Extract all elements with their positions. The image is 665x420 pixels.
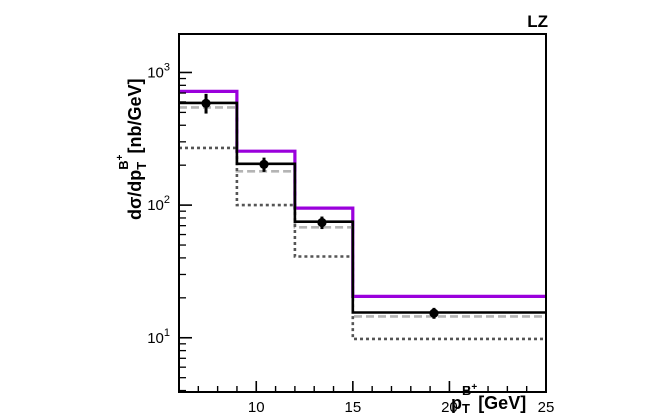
y-tick-label-3: 103 <box>147 61 170 81</box>
series-black-solid <box>179 101 546 314</box>
y-tick-base: 10 <box>147 330 164 347</box>
x-label-main: p <box>451 393 462 413</box>
chart-annotation: LZ <box>527 12 548 31</box>
data-point-2 <box>259 159 269 169</box>
series-violet-solid <box>179 89 546 298</box>
y-tick-label-2: 102 <box>147 194 170 214</box>
x-tick-label-15: 15 <box>344 399 361 416</box>
y-tick-base: 10 <box>147 197 164 214</box>
y-tick-exponent: 2 <box>164 194 170 206</box>
y-label-sup: B <box>116 160 131 169</box>
y-tick-base: 10 <box>147 64 164 81</box>
data-point-3 <box>317 217 327 228</box>
series-gray-dotted <box>179 146 546 341</box>
y-tick-exponent: 1 <box>164 327 170 339</box>
series-gray-dashed <box>179 106 546 318</box>
x-label-sub: T <box>462 401 470 416</box>
y-tick-exponent: 3 <box>164 61 170 73</box>
x-label-unit: [GeV] <box>478 393 526 413</box>
y-tick-label-1: 101 <box>147 327 170 347</box>
y-label-supsup: + <box>115 154 126 160</box>
y-label-prefix: dσ/dp <box>125 170 145 220</box>
data-point-4 <box>429 308 439 318</box>
x-label-supsup: + <box>471 382 477 393</box>
y-label-unit: [nb/GeV] <box>125 79 145 154</box>
x-tick-label-10: 10 <box>248 399 265 416</box>
y-axis-label: dσ/dpTB+[nb/GeV] <box>115 79 149 221</box>
x-label-sup: B <box>462 383 471 398</box>
x-axis-label: pTB+[GeV] <box>451 382 526 416</box>
histogram-series-layer <box>179 89 546 341</box>
y-label-sub: T <box>134 162 149 170</box>
x-tick-label-25: 25 <box>538 399 555 416</box>
data-point-1 <box>201 98 211 108</box>
x-tick-label-20: 20 <box>441 399 458 416</box>
plot-frame <box>178 33 547 393</box>
data-points-layer <box>201 93 439 319</box>
